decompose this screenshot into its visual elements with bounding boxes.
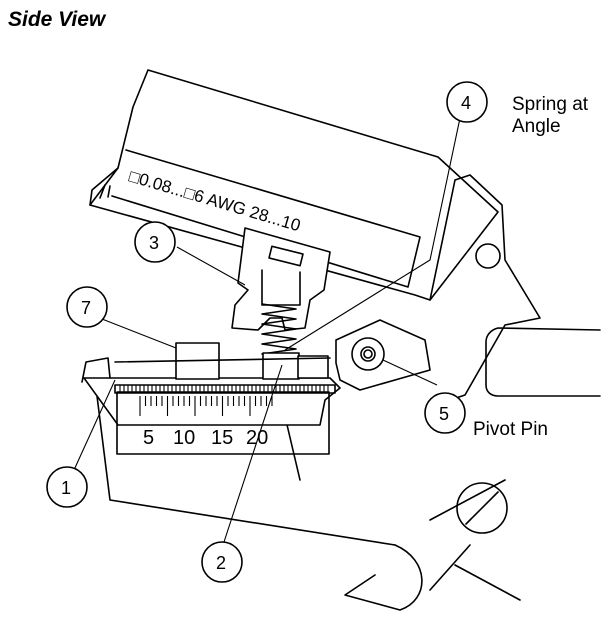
ruler-labels: 5 10 15 20	[143, 427, 268, 449]
ruler-label-20: 20	[246, 427, 268, 449]
callout-2-number: 2	[216, 553, 226, 573]
diagram-title: Side View	[8, 8, 106, 31]
ruler-label-10: 10	[173, 427, 195, 449]
callout-7: 7	[66, 286, 108, 328]
slide-assembly	[81, 342, 341, 455]
spring-angle-label-line2: Angle	[512, 116, 561, 137]
callout-1: 1	[46, 466, 88, 508]
stop-block	[231, 227, 331, 331]
spring-angle-label-line1: Spring at	[512, 94, 589, 115]
side-hole	[475, 243, 501, 269]
lower-body	[94, 174, 601, 611]
callout-2: 2	[201, 541, 243, 583]
callout-3-number: 3	[149, 233, 159, 253]
ruler-label-15: 15	[211, 427, 233, 449]
spring-seat	[262, 352, 300, 380]
adjustment-screw	[456, 482, 508, 534]
callout-4: 4	[446, 81, 488, 123]
callout-circles: 1 2 3 4 5 7	[46, 81, 488, 583]
spring	[261, 303, 297, 355]
callout-1-number: 1	[61, 478, 71, 498]
callout-7-number: 7	[81, 298, 91, 318]
callout-5-number: 5	[439, 404, 449, 424]
callout-5: 5	[424, 392, 466, 434]
pivot-pin-label: Pivot Pin	[473, 419, 548, 440]
callout-4-number: 4	[461, 93, 471, 113]
pivot-pin	[335, 319, 431, 391]
leader-lines	[73, 117, 461, 546]
callout-3: 3	[134, 221, 176, 263]
ruler-label-5: 5	[143, 427, 154, 449]
